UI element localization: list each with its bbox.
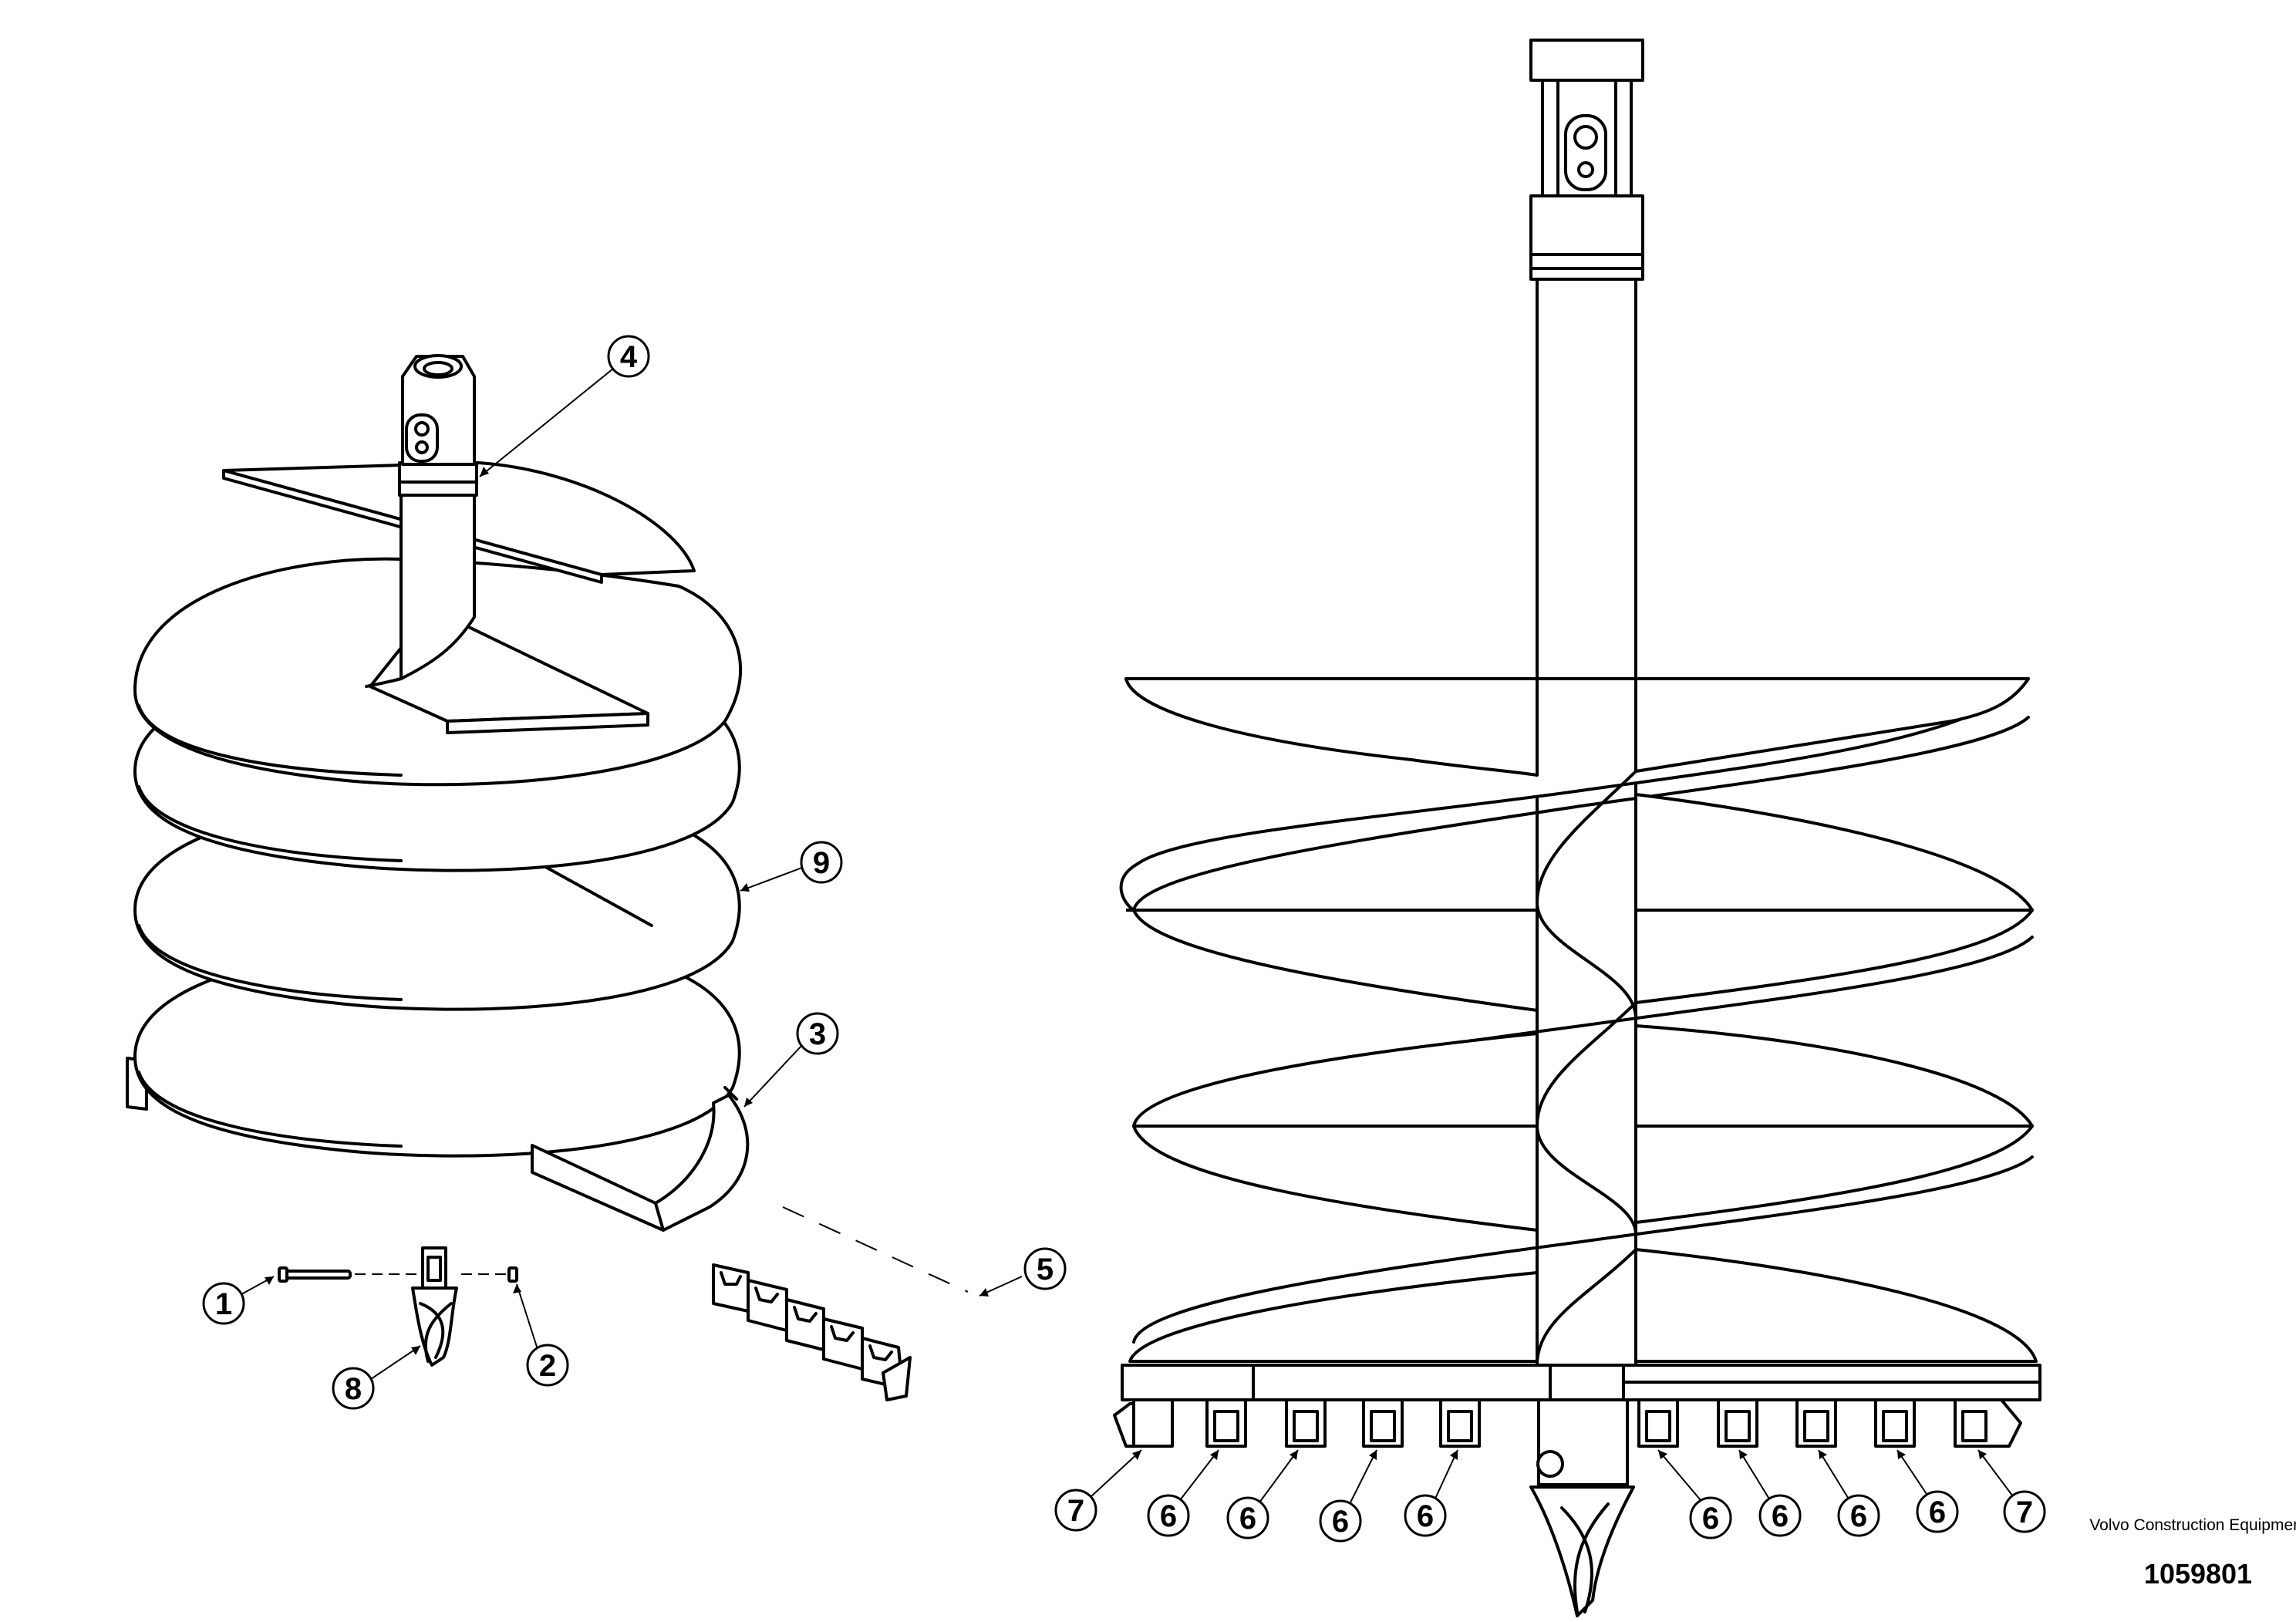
callout-7-left-label: 7 <box>1067 1494 1084 1528</box>
pin-set-dashed <box>782 1206 969 1293</box>
teeth-left <box>1113 1398 1481 1448</box>
retainer-clip <box>507 1266 518 1283</box>
callout-2-label: 2 <box>539 1349 556 1383</box>
callout-2 <box>526 1344 569 1387</box>
main-shaft <box>1536 278 1637 1384</box>
auger-side-view <box>1113 39 2041 1617</box>
pilot-bit <box>411 1246 458 1367</box>
callout-6-c-label: 6 <box>1332 1505 1349 1539</box>
callout-8 <box>332 1367 375 1410</box>
callout-6-a <box>1147 1494 1190 1537</box>
flights <box>1119 677 2038 1367</box>
callout-6-f-label: 6 <box>1772 1499 1789 1533</box>
cutter-teeth-group <box>712 1263 912 1401</box>
pin <box>282 1270 352 1280</box>
shaft-upper <box>400 492 476 680</box>
callout-3 <box>796 1012 839 1055</box>
callout-6-b <box>1226 1496 1269 1539</box>
callout-6-a-label: 6 <box>1160 1499 1177 1533</box>
callout-6-g <box>1837 1494 1880 1537</box>
callout-7-left <box>1054 1489 1097 1532</box>
callout-4 <box>607 335 650 378</box>
cutter-head-bar <box>531 1144 665 1232</box>
callout-7-right <box>2003 1490 2046 1533</box>
callout-6-h-label: 6 <box>1929 1496 1946 1529</box>
callout-1 <box>202 1282 245 1325</box>
pilot-wear-plate <box>654 1094 750 1232</box>
exploded-auger-view <box>126 354 750 1232</box>
drive-collar <box>1529 194 1644 281</box>
callout-3-label: 3 <box>809 1017 826 1051</box>
callout-6-h <box>1916 1490 1959 1533</box>
callout-6-e <box>1689 1496 1732 1539</box>
drive-hex-top <box>1529 39 1644 82</box>
pilot-bit-tip <box>1529 1485 1635 1617</box>
document-number: 1059801 <box>2143 1558 2253 1590</box>
callout-6-b-label: 6 <box>1239 1502 1256 1536</box>
company-name: Volvo Construction Equipment <box>2089 1516 2296 1534</box>
callout-9-label: 9 <box>813 846 830 880</box>
teeth-right <box>1637 1398 2022 1448</box>
callouts: 1 2 8 5 3 9 4 7 <box>202 335 2046 1543</box>
callout-5 <box>1023 1247 1067 1290</box>
callout-6-d-label: 6 <box>1417 1499 1434 1533</box>
callout-6-e-label: 6 <box>1702 1502 1719 1536</box>
callout-6-d <box>1404 1494 1447 1537</box>
callout-7-right-label: 7 <box>2016 1496 2033 1529</box>
callout-6-f <box>1758 1494 1802 1537</box>
callout-4-label: 4 <box>620 340 638 374</box>
callout-6-c <box>1319 1499 1362 1543</box>
callout-5-label: 5 <box>1037 1253 1054 1286</box>
callout-8-label: 8 <box>345 1372 362 1406</box>
callout-1-label: 1 <box>215 1287 232 1321</box>
callout-6-g-label: 6 <box>1850 1499 1867 1533</box>
shaft-collar <box>398 461 478 497</box>
callout-9 <box>800 841 843 884</box>
exploded-small-parts <box>278 1206 969 1401</box>
